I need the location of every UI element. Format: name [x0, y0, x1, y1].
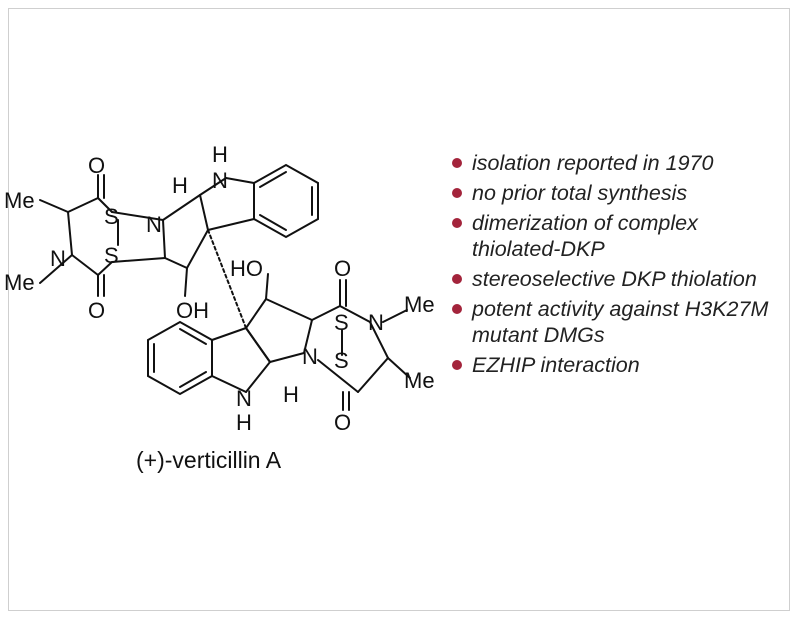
atom-n-pyrrolidine-left: N [146, 212, 162, 237]
atom-nh-bottom-h: H [236, 410, 252, 435]
feature-item: dimerization of complex thiolated-DKP [450, 210, 790, 262]
bullet-dot [452, 158, 462, 168]
bullet-dot [452, 274, 462, 284]
atom-oh-left: OH [176, 298, 209, 323]
feature-text: potent activity against H3K27M mutant DM… [472, 297, 769, 347]
compound-caption: (+)-verticillin A [136, 447, 282, 473]
atom-o-top-right: O [334, 256, 351, 281]
atom-s-right-2: S [334, 348, 349, 373]
feature-item: potent activity against H3K27M mutant DM… [450, 296, 790, 348]
feature-item: no prior total synthesis [450, 180, 790, 206]
atom-n-right: N [368, 310, 384, 335]
atom-n-left: N [50, 246, 66, 271]
atom-me-right-top: Me [404, 292, 435, 317]
atom-s-right-1: S [334, 310, 349, 335]
feature-text: EZHIP interaction [472, 353, 640, 377]
atom-o-top-left: O [88, 153, 105, 178]
atom-s-left-2: S [104, 243, 119, 268]
atom-h-left: H [172, 173, 188, 198]
bullet-dot [452, 218, 462, 228]
benzene-ring-bottom [147, 320, 213, 396]
feature-text: isolation reported in 1970 [472, 151, 714, 175]
feature-text: stereoselective DKP thiolation [472, 267, 757, 291]
feature-item: EZHIP interaction [450, 352, 790, 378]
bullet-dot [452, 304, 462, 314]
feature-list: isolation reported in 1970 no prior tota… [450, 150, 790, 378]
atom-me-right-bottom: Me [404, 368, 435, 393]
bullet-dot [452, 188, 462, 198]
figure-frame [8, 8, 790, 611]
atom-ho-right: HO [230, 256, 263, 281]
atom-me-left-bottom: Me [4, 270, 35, 295]
atom-nh-top-n: N [212, 168, 228, 193]
atom-n-pyrrolidine-right: N [302, 344, 318, 369]
atom-nh-top-h: H [212, 142, 228, 167]
feature-item: stereoselective DKP thiolation [450, 266, 790, 292]
atom-o-bottom-right: O [334, 410, 351, 435]
feature-text: dimerization of complex thiolated-DKP [472, 211, 698, 261]
feature-text: no prior total synthesis [472, 181, 688, 205]
atom-me-left-top: Me [4, 188, 35, 213]
atom-h-right: H [283, 382, 299, 407]
atom-s-left-1: S [104, 204, 119, 229]
atom-labels: O O Me Me N S S N H N H OH HO O O N Me M… [4, 142, 435, 435]
atom-nh-bottom-n: N [236, 386, 252, 411]
bond-lines [39, 163, 411, 411]
benzene-ring-top [253, 163, 319, 239]
feature-item: isolation reported in 1970 [450, 150, 790, 176]
atom-o-bottom-left: O [88, 298, 105, 323]
bullet-dot [452, 360, 462, 370]
